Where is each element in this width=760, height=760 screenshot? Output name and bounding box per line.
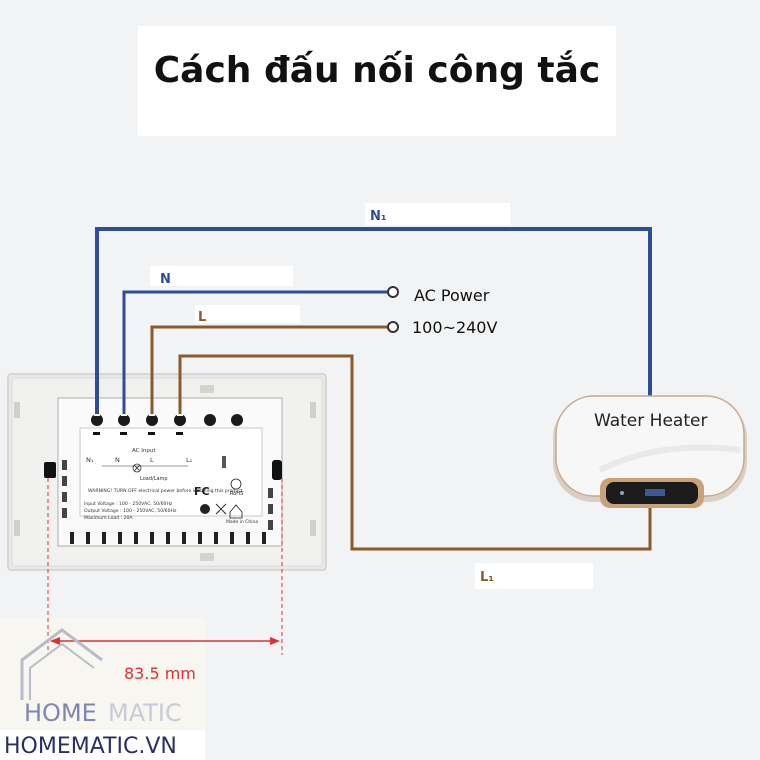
title-background xyxy=(138,26,616,136)
screw-slot xyxy=(310,402,316,418)
bottom-tab xyxy=(200,553,214,561)
switch-input-voltage: Input Voltage : 100 - 250VAC, 50/60Hz xyxy=(84,501,173,507)
switch-n1-label: N₁ xyxy=(86,456,94,464)
logo-home-text: HOME xyxy=(24,699,97,727)
recycle-icon xyxy=(200,504,210,514)
dimension-arrow-left xyxy=(50,637,60,645)
house-icon xyxy=(229,504,243,519)
switch-load-label: Load/Lamp xyxy=(140,476,168,482)
rohs-mark: RoHS xyxy=(230,491,243,497)
l-label-box xyxy=(195,305,300,323)
water-heater xyxy=(553,395,747,508)
water-heater-curve xyxy=(598,444,741,473)
terminal-markers xyxy=(93,432,183,435)
l-wire xyxy=(150,325,390,414)
switch-l1-label: L₁ xyxy=(186,456,193,464)
switch-n-label: N xyxy=(115,456,120,464)
vent-slots xyxy=(62,460,273,530)
ce-icon xyxy=(230,478,242,490)
l1-wire-label: L₁ xyxy=(480,570,494,585)
n1-label-box xyxy=(365,203,510,225)
switch-ac-input-label: AC Input xyxy=(132,448,156,454)
switch-warning: WARNING! TURN OFF electrical power befor… xyxy=(88,488,244,494)
ac-terminal-n xyxy=(387,286,399,298)
top-tab xyxy=(200,385,214,393)
screw-slot xyxy=(310,520,316,536)
ac-terminal-l xyxy=(387,321,399,333)
page-title: Cách đấu nối công tắc xyxy=(153,50,601,91)
switch-label-area xyxy=(79,427,263,517)
logo-matic-text: MATIC xyxy=(108,699,182,727)
display-indicator xyxy=(620,491,624,495)
lamp-icon xyxy=(132,463,142,473)
homematic-logo: HOME MATIC xyxy=(20,628,182,727)
logo-roof-icon xyxy=(20,628,103,700)
dimension-arrow-right xyxy=(270,637,280,645)
l1-label-box xyxy=(475,563,593,589)
ac-power-label: AC Power xyxy=(414,286,490,305)
bin-cross-icon xyxy=(215,503,227,515)
logo-roof-inner-icon xyxy=(29,642,95,700)
ac-voltage-label: 100~240V xyxy=(412,318,497,337)
fc-mark: FC xyxy=(194,485,210,498)
screw-slot xyxy=(14,520,20,536)
n1-wire-label: N₁ xyxy=(370,209,387,224)
website-text: HOMEMATIC.VN xyxy=(4,734,177,759)
right-clip xyxy=(272,460,282,480)
n-label-box xyxy=(150,266,293,286)
logo-area xyxy=(0,618,205,730)
switch-l-label: L xyxy=(150,456,154,464)
made-in-label: Made in China xyxy=(226,519,258,525)
n-wire-label: N xyxy=(160,272,171,287)
bottom-slots xyxy=(70,532,266,544)
l-wire-label: L xyxy=(198,310,206,325)
n1-wire xyxy=(95,227,652,414)
water-heater-label: Water Heater xyxy=(594,411,707,431)
dimension-label: 83.5 mm xyxy=(124,664,196,683)
n-wire xyxy=(122,290,390,414)
website-footer: HOMEMATIC.VN xyxy=(0,730,205,760)
screw-slot xyxy=(14,402,20,418)
switch-output-voltage: Output Voltage : 100 - 250VAC, 50/60Hz xyxy=(84,508,177,514)
l1-wire xyxy=(178,354,652,551)
left-clip xyxy=(44,462,56,478)
switch-max-load: Maximum Load : 20A xyxy=(84,515,133,521)
fuse-icon xyxy=(222,456,226,468)
display-digits xyxy=(645,489,665,496)
